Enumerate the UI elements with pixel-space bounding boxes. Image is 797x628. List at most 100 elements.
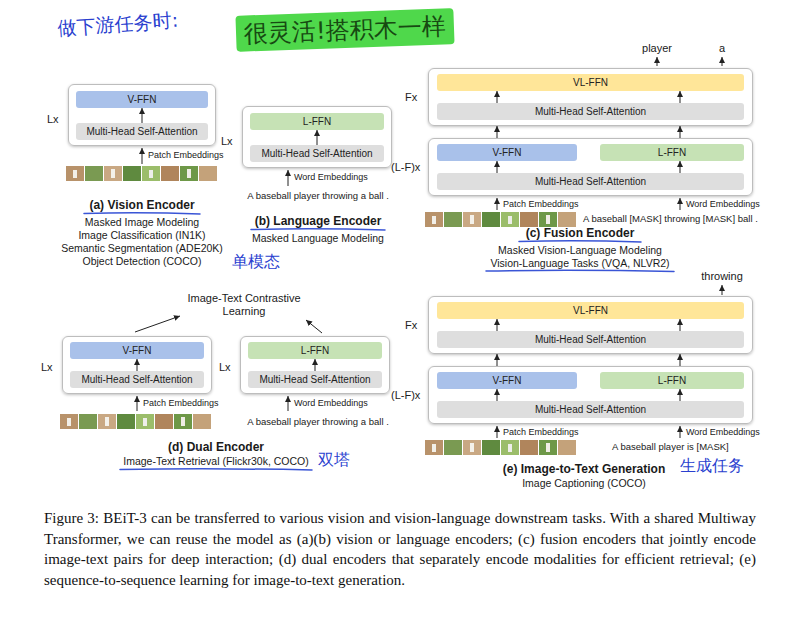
layer-name: L-FFN (658, 375, 686, 387)
embedding-label: Patch Embeddings (148, 150, 224, 161)
handwritten-note: 双塔 (318, 450, 350, 471)
vision-ffn: V-FFN (76, 91, 208, 108)
self-attention-layer: Multi-Head Self-Attention (437, 401, 744, 418)
transformer-block: FxVL-FFNMulti-Head Self-Attention (428, 68, 753, 126)
flow-arrow (680, 319, 681, 331)
embedding-label: Patch Embeddings (503, 427, 579, 438)
layer-name: L-FFN (301, 345, 329, 357)
layer-name: Multi-Head Self-Attention (535, 106, 646, 118)
layer-name: Multi-Head Self-Attention (535, 176, 646, 188)
self-attention-layer: Multi-Head Self-Attention (437, 331, 744, 348)
vision-language-ffn: VL-FFN (437, 302, 744, 319)
layer-name: L-FFN (658, 147, 686, 159)
output-arrow (722, 285, 723, 295)
image-patches (425, 440, 576, 455)
repeat-count: Fx (405, 91, 417, 103)
layer-name: VL-FFN (573, 305, 608, 317)
flow-arrow (680, 161, 681, 173)
handwritten-underline (84, 213, 200, 214)
language-ffn: L-FFN (250, 113, 384, 130)
output-arrow (722, 57, 723, 66)
input-arrow (680, 426, 681, 438)
layer-name: Multi-Head Self-Attention (81, 374, 192, 386)
transformer-block: LxV-FFNMulti-Head Self-Attention (62, 336, 212, 394)
input-arrow (137, 396, 138, 411)
contrastive-arrow (135, 316, 180, 332)
vision-ffn: V-FFN (70, 342, 204, 359)
embedding-label: Word Embeddings (294, 398, 368, 409)
task-name: Semantic Segmentation (ADE20K) (61, 242, 223, 255)
panel-title: (d) Dual Encoder (168, 440, 264, 454)
input-sentence: A baseball player throwing a ball . (247, 416, 389, 428)
embedding-label: Word Embeddings (294, 172, 368, 183)
transformer-block: LxV-FFNMulti-Head Self-Attention (68, 84, 216, 146)
language-ffn: L-FFN (600, 144, 744, 161)
output-token: a (719, 42, 725, 55)
highlighted-note: 很灵活!搭积木一样 (235, 8, 454, 52)
task-name: Image Captioning (COCO) (522, 477, 646, 490)
handwritten-underline (251, 229, 385, 230)
embedding-label: Patch Embeddings (503, 199, 579, 210)
layer-name: V-FFN (493, 147, 522, 159)
input-sentence: A baseball [MASK] throwing [MASK] ball . (583, 213, 758, 225)
language-ffn: L-FFN (248, 342, 382, 359)
handwritten-note: 做下游任务时: (57, 8, 179, 42)
flow-arrow (497, 354, 498, 366)
embedding-label: Word Embeddings (686, 199, 760, 210)
input-arrow (497, 198, 498, 210)
figure-caption: Figure 3: BEiT-3 can be transferred to v… (44, 508, 756, 590)
task-name: Masked Image Modeling (85, 216, 199, 229)
input-arrow (497, 426, 498, 438)
image-patches (425, 212, 576, 227)
task-name: Image Classification (IN1K) (78, 229, 205, 242)
handwritten-note: 单模态 (232, 252, 280, 273)
contrastive-arrow (306, 320, 322, 333)
panel-title: (e) Image-to-Text Generation (503, 462, 665, 476)
image-patches (60, 414, 211, 429)
output-token: player (642, 42, 672, 55)
handwritten-underline (120, 469, 312, 470)
self-attention-layer: Multi-Head Self-Attention (70, 371, 204, 388)
vision-ffn: V-FFN (437, 372, 577, 389)
embedding-label: Word Embeddings (686, 427, 760, 438)
input-arrow (288, 170, 289, 186)
repeat-count: Lx (41, 361, 53, 373)
layer-name: V-FFN (128, 94, 157, 106)
handwritten-underline (519, 241, 641, 242)
output-token: throwing (701, 270, 743, 283)
task-name: Masked Language Modeling (252, 232, 384, 245)
layer-name: V-FFN (493, 375, 522, 387)
self-attention-layer: Multi-Head Self-Attention (76, 123, 208, 140)
layer-name: Multi-Head Self-Attention (86, 126, 197, 138)
self-attention-layer: Multi-Head Self-Attention (248, 371, 382, 388)
input-arrow (142, 148, 143, 164)
task-name: Image-Text Retrieval (Flickr30k, COCO) (123, 455, 309, 468)
transformer-block: (L-F)xV-FFNL-FFNMulti-Head Self-Attentio… (428, 366, 753, 424)
input-arrow (288, 396, 289, 411)
embedding-label: Patch Embeddings (143, 398, 219, 409)
transformer-block: (L-F)xV-FFNL-FFNMulti-Head Self-Attentio… (428, 138, 753, 196)
vision-ffn: V-FFN (437, 144, 577, 161)
flow-arrow (317, 130, 318, 145)
task-name: Masked Vision-Language Modeling (498, 244, 662, 257)
layer-name: Multi-Head Self-Attention (535, 404, 646, 416)
language-ffn: L-FFN (600, 372, 744, 389)
layer-name: Multi-Head Self-Attention (535, 334, 646, 346)
transformer-block: LxL-FFNMulti-Head Self-Attention (242, 106, 392, 168)
objective-label: Image-Text Contrastive Learning (174, 292, 314, 318)
handwritten-underline (486, 270, 674, 271)
flow-arrow (680, 354, 681, 366)
input-sentence: A baseball player throwing a ball . (247, 190, 389, 202)
self-attention-layer: Multi-Head Self-Attention (437, 173, 744, 190)
task-name: Vision-Language Tasks (VQA, NLVR2) (490, 257, 669, 270)
image-patches (66, 166, 217, 181)
transformer-block: FxVL-FFNMulti-Head Self-Attention (428, 296, 753, 354)
repeat-count: (L-F)x (391, 161, 420, 173)
input-arrow (680, 198, 681, 210)
self-attention-layer: Multi-Head Self-Attention (250, 145, 384, 162)
panel-title: (c) Fusion Encoder (526, 226, 635, 240)
flow-arrow (680, 389, 681, 401)
repeat-count: Lx (221, 135, 233, 147)
flow-arrow (680, 126, 681, 138)
flow-arrow (497, 126, 498, 138)
